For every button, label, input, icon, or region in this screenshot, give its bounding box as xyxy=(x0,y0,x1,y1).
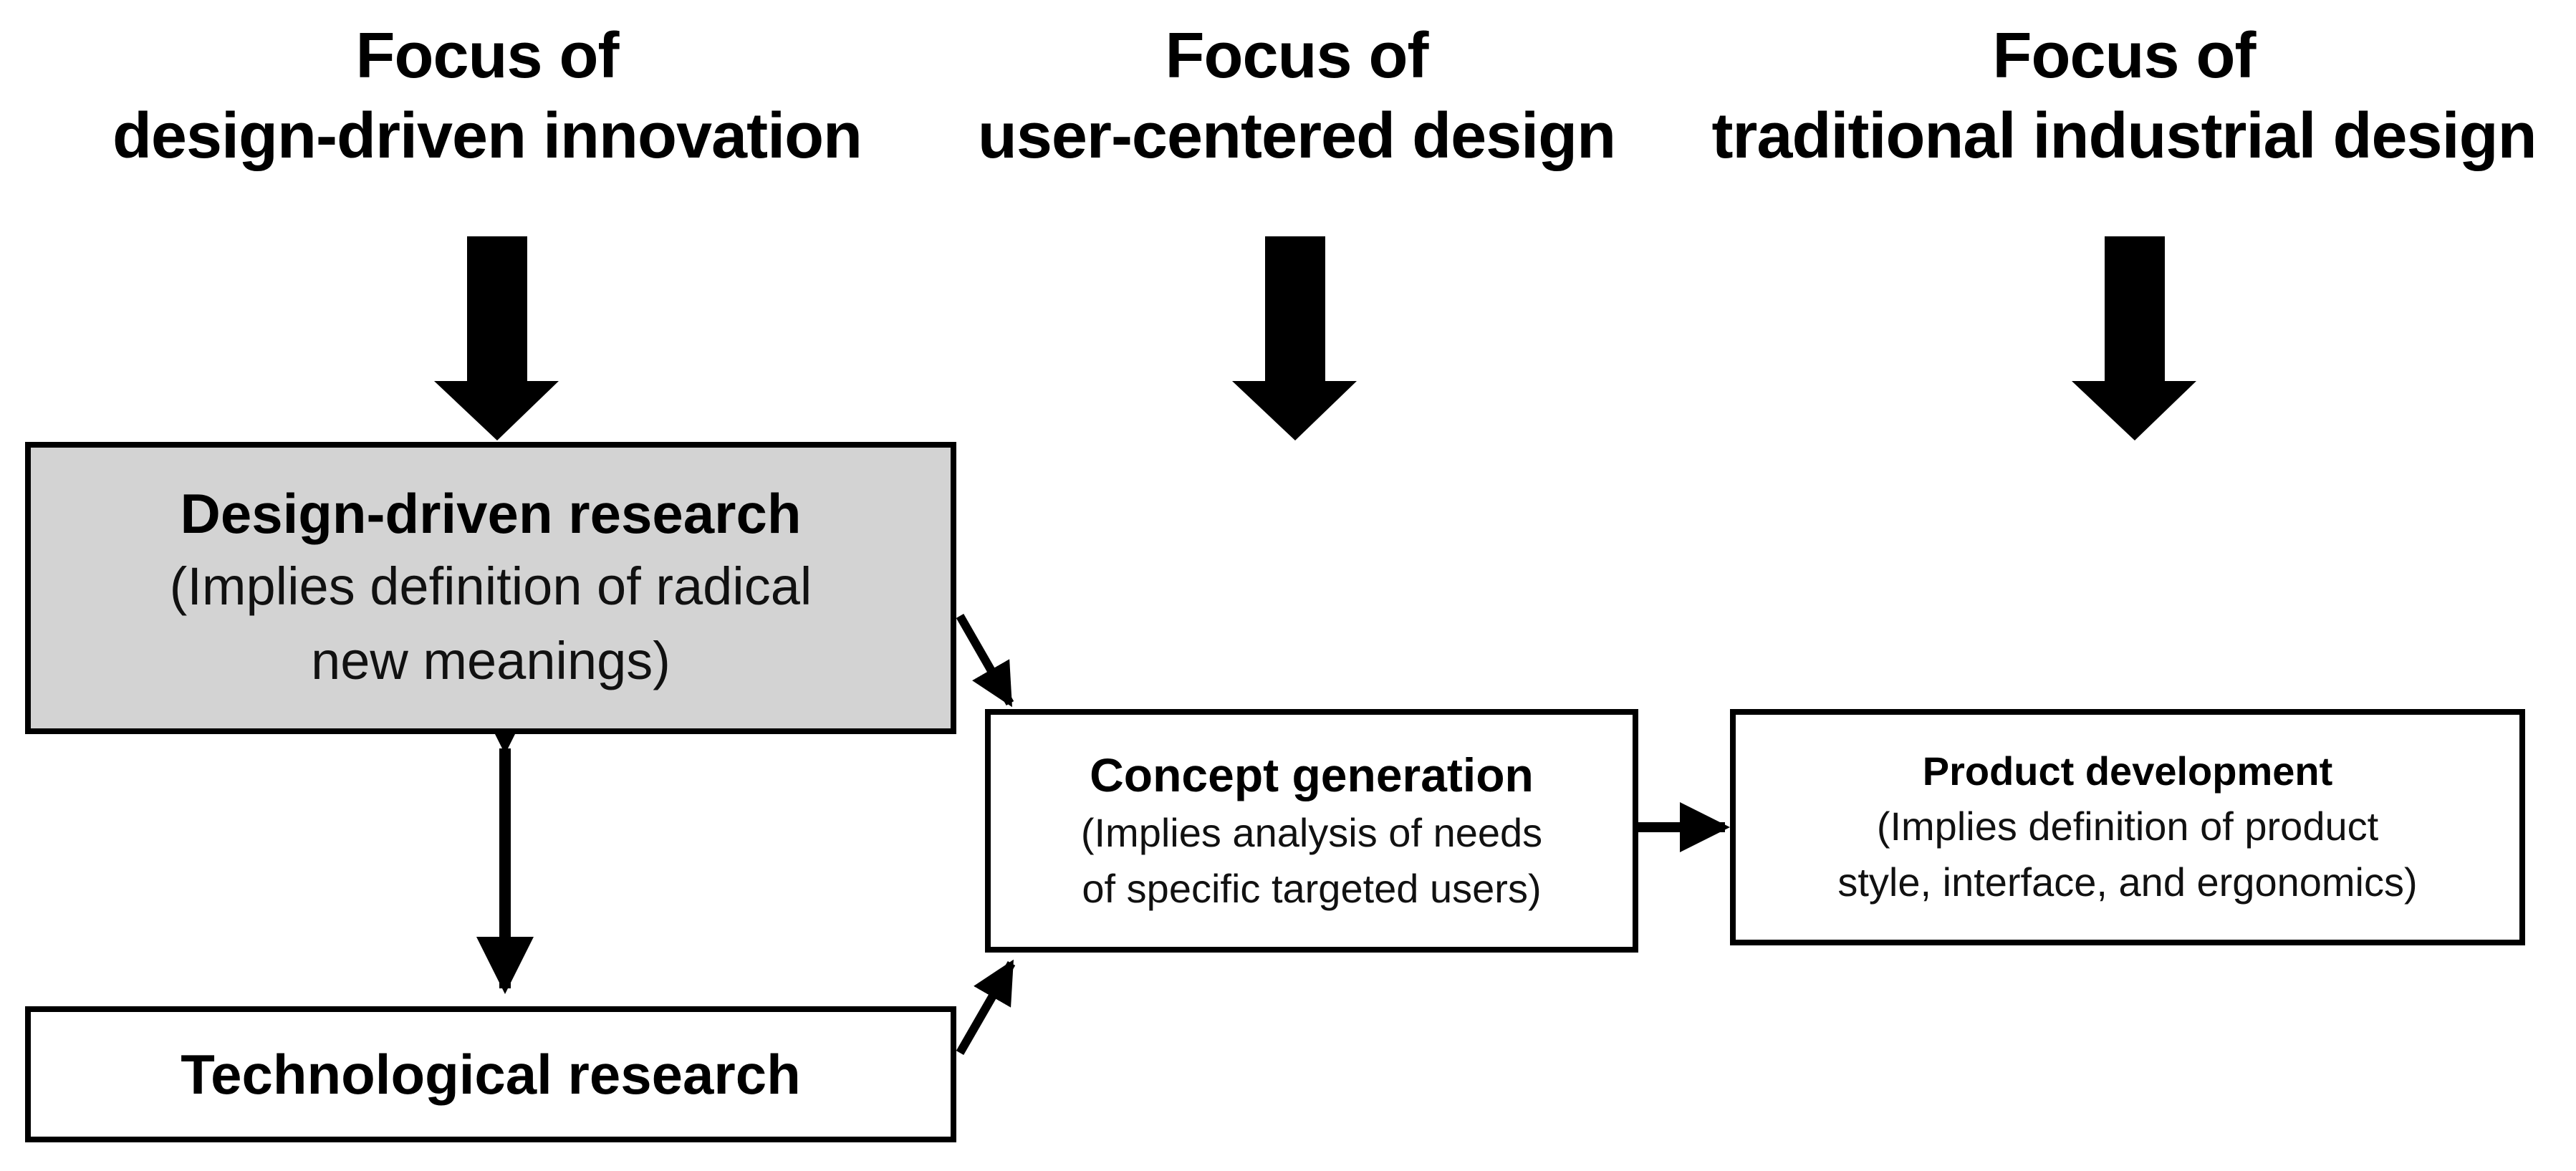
heading-ddi-line1: Focus of xyxy=(355,20,620,92)
focus-arrow-tid xyxy=(2072,236,2196,440)
heading-ddi-line2: design-driven innovation xyxy=(112,100,862,172)
box-concept-desc-line2: of specific targeted users) xyxy=(1082,866,1542,911)
box-design-driven-research: Design-driven research (Implies definiti… xyxy=(25,442,956,734)
box-technological-research: Technological research xyxy=(25,1006,956,1142)
box-product-desc-line1: (Implies definition of product xyxy=(1876,804,2379,849)
arrow-ddr-to-concept xyxy=(956,614,1014,708)
box-product-desc: (Implies definition of product style, in… xyxy=(1837,799,2417,910)
heading-traditional-industrial-design: Focus of traditional industrial design xyxy=(1673,16,2575,176)
box-ddr-desc-line2: new meanings) xyxy=(311,631,671,690)
box-ddr-desc-line1: (Implies definition of radical xyxy=(169,556,812,616)
box-product-development: Product development (Implies definition … xyxy=(1730,709,2525,945)
box-concept-generation: Concept generation (Implies analysis of … xyxy=(985,709,1638,953)
heading-tid-line1: Focus of xyxy=(1992,20,2257,92)
box-tech-title: Technological research xyxy=(181,1043,801,1106)
box-product-desc-line2: style, interface, and ergonomics) xyxy=(1837,859,2418,905)
heading-user-centered-design: Focus of user-centered design xyxy=(867,16,1726,176)
box-ddr-desc: (Implies definition of radical new meani… xyxy=(170,549,812,698)
heading-ucd-line1: Focus of xyxy=(1165,20,1429,92)
arrow-tech-to-concept xyxy=(956,959,1016,1055)
box-ddr-title: Design-driven research xyxy=(180,482,802,545)
box-concept-desc: (Implies analysis of needs of specific t… xyxy=(1081,805,1542,917)
heading-ucd-line2: user-centered design xyxy=(977,100,1616,172)
focus-arrow-ddi xyxy=(434,236,559,440)
box-product-title: Product development xyxy=(1922,748,2333,794)
focus-arrow-ucd xyxy=(1232,236,1357,440)
box-concept-title: Concept generation xyxy=(1090,748,1534,801)
heading-design-driven-innovation: Focus of design-driven innovation xyxy=(57,16,917,176)
box-concept-desc-line1: (Implies analysis of needs xyxy=(1080,810,1543,855)
heading-tid-line2: traditional industrial design xyxy=(1711,100,2537,172)
